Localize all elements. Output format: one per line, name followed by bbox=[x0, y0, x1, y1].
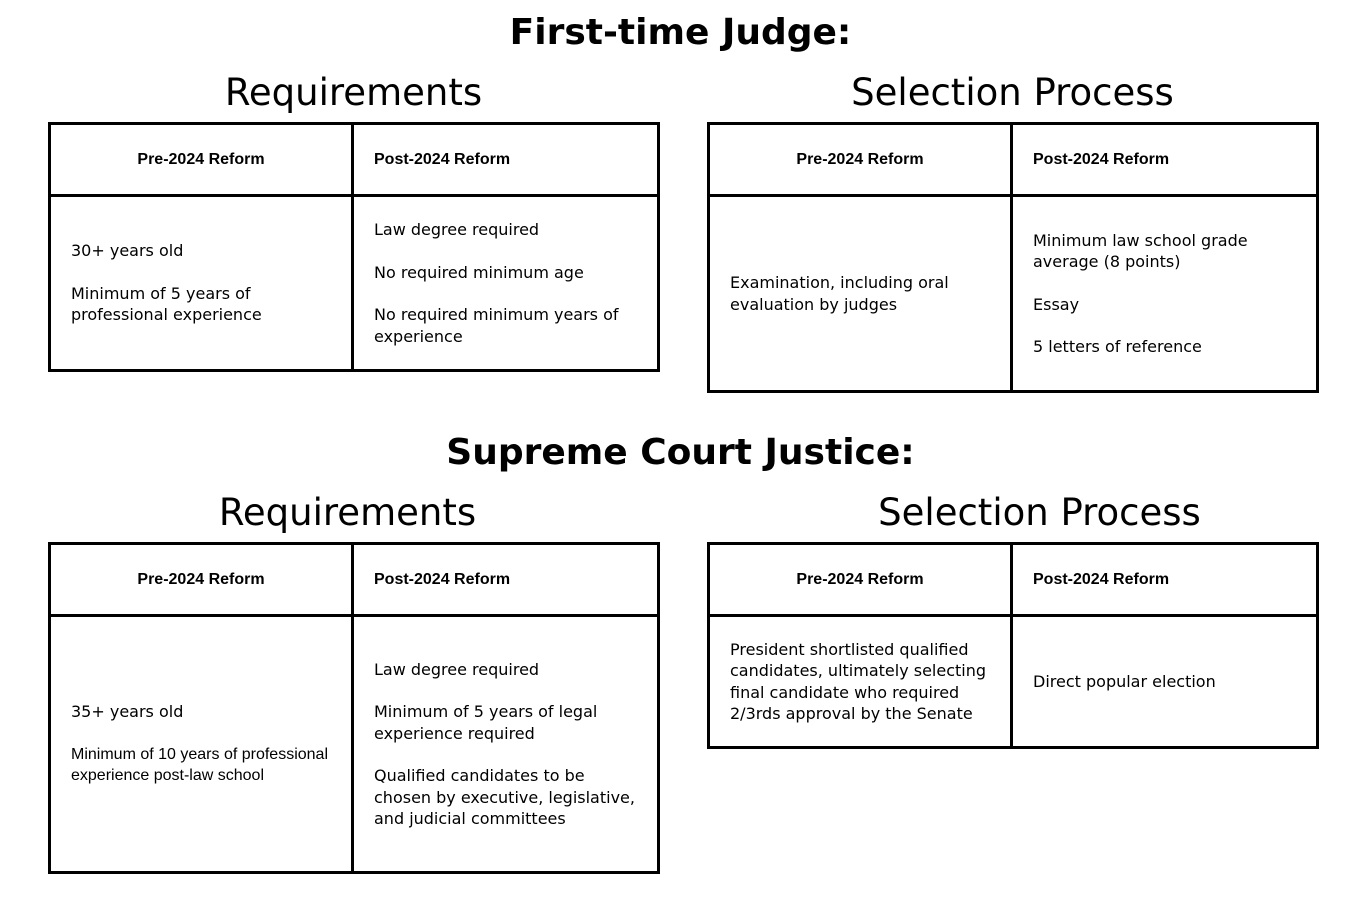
cell-line: Minimum of 5 years of professional exper… bbox=[71, 283, 262, 325]
column-header-pre-reform: Pre-2024 Reform bbox=[710, 125, 1013, 197]
column-header-post-reform: Post-2024 Reform bbox=[354, 545, 657, 617]
pre-reform-cell: President shortlisted qualified candidat… bbox=[710, 617, 1013, 746]
cell-line: 35+ years old bbox=[71, 702, 184, 722]
supreme-court-requirements-table: Pre-2024 Reform Post-2024 Reform 35+ yea… bbox=[48, 542, 660, 874]
cell-line: Law degree required bbox=[374, 220, 540, 239]
supreme-court-selection-table: Pre-2024 Reform Post-2024 Reform Preside… bbox=[707, 542, 1319, 749]
requirements-subtitle: Requirements bbox=[224, 71, 483, 114]
column-header-post-reform: Post-2024 Reform bbox=[1013, 545, 1316, 617]
post-reform-cell: Law degree required Minimum of 5 years o… bbox=[354, 617, 657, 871]
cell-line: 5 letters of reference bbox=[1033, 337, 1202, 356]
requirements-subtitle: Requirements bbox=[218, 491, 477, 534]
post-reform-cell: Law degree required No required minimum … bbox=[354, 197, 657, 369]
first-time-judge-selection-table: Pre-2024 Reform Post-2024 Reform Examina… bbox=[707, 122, 1319, 393]
selection-process-subtitle: Selection Process bbox=[878, 491, 1201, 534]
cell-line: Law degree required bbox=[374, 659, 540, 679]
section-title-first-time-judge: First-time Judge: bbox=[509, 12, 852, 53]
column-header-post-reform: Post-2024 Reform bbox=[354, 125, 657, 197]
cell-line: Direct popular election bbox=[1033, 671, 1216, 691]
cell-line: President shortlisted qualified candidat… bbox=[730, 639, 987, 724]
pre-reform-cell: 30+ years old Minimum of 5 years of prof… bbox=[51, 197, 354, 369]
cell-line: Minimum of 5 years of legal experience r… bbox=[374, 702, 598, 743]
cell-line: Minimum law school grade average (8 poin… bbox=[1033, 230, 1248, 272]
cell-line: Qualified candidates to be chosen by exe… bbox=[374, 766, 635, 828]
column-header-pre-reform: Pre-2024 Reform bbox=[710, 545, 1013, 617]
post-reform-cell: Minimum law school grade average (8 poin… bbox=[1013, 197, 1316, 390]
cell-line: Examination, including oral evaluation b… bbox=[730, 273, 949, 314]
pre-reform-cell: Examination, including oral evaluation b… bbox=[710, 197, 1013, 390]
cell-line: No required minimum age bbox=[374, 262, 584, 282]
pre-reform-cell: 35+ years old Minimum of 10 years of pro… bbox=[51, 617, 354, 871]
column-header-post-reform: Post-2024 Reform bbox=[1013, 125, 1316, 197]
column-header-pre-reform: Pre-2024 Reform bbox=[51, 545, 354, 617]
cell-line: Essay bbox=[1033, 294, 1080, 314]
selection-process-subtitle: Selection Process bbox=[851, 71, 1174, 114]
post-reform-cell: Direct popular election bbox=[1013, 617, 1316, 746]
section-title-supreme-court-justice: Supreme Court Justice: bbox=[446, 432, 915, 473]
cell-line: Minimum of 10 years of professional expe… bbox=[71, 745, 328, 785]
first-time-judge-requirements-table: Pre-2024 Reform Post-2024 Reform 30+ yea… bbox=[48, 122, 660, 372]
column-header-pre-reform: Pre-2024 Reform bbox=[51, 125, 354, 197]
cell-line: No required minimum years of experience bbox=[374, 305, 619, 346]
cell-line: 30+ years old bbox=[71, 241, 184, 261]
